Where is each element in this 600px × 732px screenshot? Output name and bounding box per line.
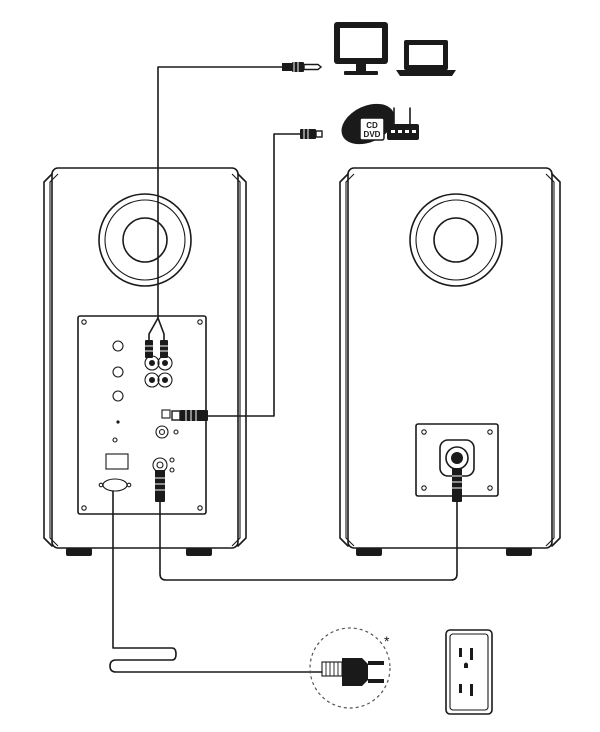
disc-label-dvd: DVD bbox=[364, 130, 381, 139]
right-speaker bbox=[339, 167, 561, 556]
router-icon bbox=[387, 107, 419, 140]
rca-plugs bbox=[145, 340, 168, 358]
power-cable bbox=[109, 490, 323, 673]
disc-label-cd: CD bbox=[366, 121, 378, 130]
disc-icon: CD DVD bbox=[341, 103, 395, 145]
aux-cable bbox=[148, 62, 323, 341]
speaker-cable-plug-left bbox=[155, 470, 165, 502]
left-speaker bbox=[43, 167, 247, 556]
laptop-icon bbox=[396, 40, 456, 76]
speaker-cable-plug-right bbox=[452, 468, 462, 502]
right-woofer bbox=[409, 193, 503, 287]
optical-plug bbox=[171, 410, 208, 421]
optical-cable bbox=[207, 129, 323, 417]
power-plug-icon: * bbox=[309, 627, 391, 709]
monitor-icon bbox=[334, 22, 388, 75]
speaker-interconnect-cable bbox=[159, 501, 458, 581]
wall-outlet-icon bbox=[445, 629, 493, 715]
plug-note-asterisk: * bbox=[384, 633, 390, 649]
left-woofer bbox=[98, 193, 192, 287]
